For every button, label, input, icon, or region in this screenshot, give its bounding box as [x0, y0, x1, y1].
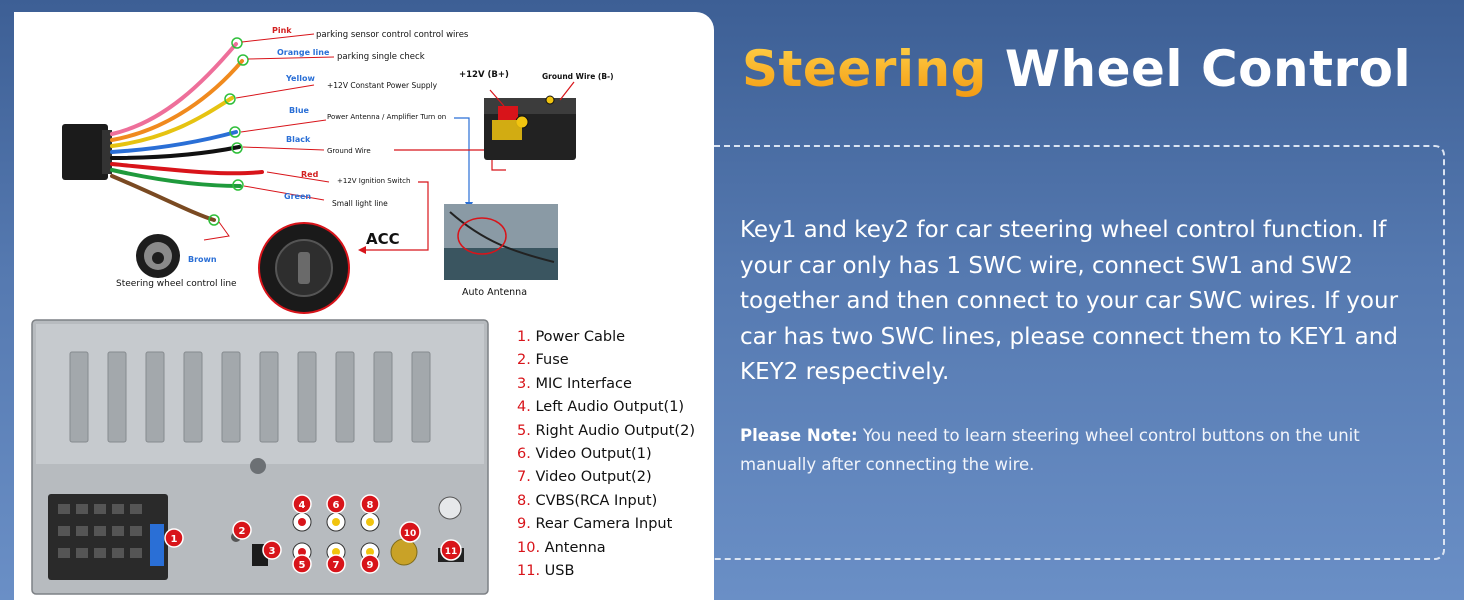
list-item: 5. Right Audio Output(2)	[517, 422, 695, 439]
port-marker: 5	[299, 560, 306, 571]
wire-color-label: Yellow	[286, 74, 315, 83]
battery-icon	[484, 95, 576, 160]
list-item: 6. Video Output(1)	[517, 446, 652, 463]
wiring-diagram: Pink parking sensor control control wire…	[14, 12, 714, 322]
diagram-panel: Pink parking sensor control control wire…	[14, 12, 714, 600]
steering-wheel-icon	[136, 234, 180, 278]
info-frame	[714, 145, 1445, 560]
list-item: 9. Rear Camera Input	[517, 516, 673, 533]
port-marker: 4	[299, 500, 306, 511]
port-marker: 7	[333, 560, 340, 571]
antenna-photo	[444, 204, 558, 280]
port-marker: 8	[367, 500, 374, 511]
wire-color-label: Orange line	[277, 48, 330, 57]
wire-description: Small light line	[332, 199, 388, 208]
port-marker: 3	[269, 546, 276, 557]
ignition-key-icon	[258, 222, 350, 314]
wire-color-label: Pink	[272, 26, 292, 35]
wire-color-label: Brown	[188, 255, 217, 264]
head-unit-rear	[31, 319, 489, 595]
list-item: 8. CVBS(RCA Input)	[517, 492, 658, 509]
list-item: 4. Left Audio Output(1)	[517, 399, 685, 416]
port-marker: 2	[239, 526, 246, 537]
title-accent: Steering	[742, 40, 987, 98]
wire-description: parking single check	[337, 52, 425, 62]
port-marker: 10	[404, 529, 417, 539]
acc-label: ACC	[366, 230, 400, 248]
wire-description: +12V Ignition Switch	[337, 177, 411, 185]
wire-color-label: Green	[284, 192, 312, 201]
port-legend: 1. Power Cable 2. Fuse 3. MIC Interface …	[517, 326, 714, 583]
list-item: 1. Power Cable	[517, 329, 626, 345]
title-rest: Wheel Control	[1004, 40, 1412, 98]
wiring-drawing	[62, 33, 576, 314]
port-marker: 6	[333, 500, 340, 511]
wire-description: Power Antenna / Amplifier Turn on	[327, 113, 447, 121]
wire-description: +12V Constant Power Supply	[327, 81, 438, 90]
description-text: Key1 and key2 for car steering wheel con…	[740, 217, 1399, 385]
list-item: 3. MIC Interface	[517, 375, 632, 392]
wire-description: Ground Wire	[327, 147, 371, 155]
list-item: 7. Video Output(2)	[517, 469, 652, 486]
wire-color-label: Blue	[289, 106, 309, 115]
antenna-caption: Auto Antenna	[462, 287, 528, 298]
note-label: Please Note:	[740, 426, 858, 445]
note-text: Please Note: You need to learn steering …	[740, 421, 1440, 479]
battery-negative-label: Ground Wire (B-)	[542, 72, 614, 81]
port-markers: 1 2 3 4 5 6 7 8 9 10 11	[164, 494, 462, 574]
list-item: 11. USB	[517, 563, 575, 580]
wire-color-label: Red	[301, 170, 319, 179]
port-marker: 11	[445, 547, 458, 557]
list-item: 2. Fuse	[517, 352, 569, 369]
battery-positive-label: +12V (B+)	[459, 70, 509, 80]
wire-description: parking sensor control control wires	[316, 30, 469, 40]
port-marker: 9	[367, 560, 374, 571]
page-title: Steering Wheel Control	[742, 40, 1432, 110]
note-body: You need to learn steering wheel control…	[740, 426, 1360, 474]
wire-color-label: Black	[286, 135, 311, 144]
list-item: 10. Antenna	[517, 539, 606, 556]
port-marker: 1	[171, 534, 178, 545]
harness-connector	[62, 124, 108, 180]
wire-description: Steering wheel control line	[116, 279, 237, 289]
